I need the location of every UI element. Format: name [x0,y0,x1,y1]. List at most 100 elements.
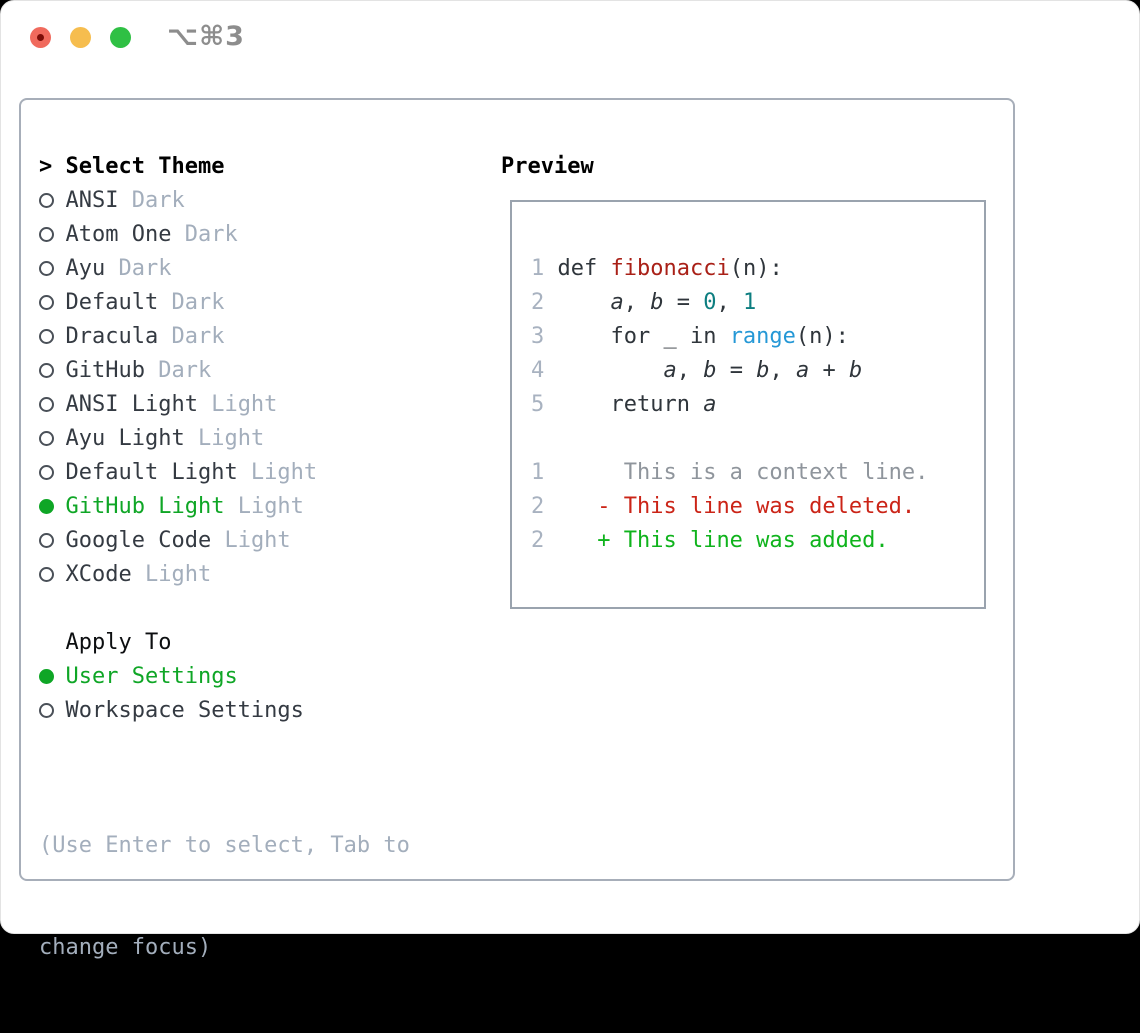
code-line: 3 for _ in range(n): [531,319,984,353]
line-number: 2 [531,528,558,553]
option-label: Default Light [66,460,238,485]
theme-option-default[interactable]: Default Dark [39,285,317,319]
code-segment-var: a [663,358,676,383]
line-number: 3 [531,324,558,349]
code-line [531,421,984,455]
code-segment-code: , [716,290,743,315]
radio-icon [39,397,66,412]
code-segment-del: - This line was deleted. [558,494,916,519]
theme-option-ansi[interactable]: ANSI Dark [39,183,317,217]
radio-icon [39,567,66,582]
variant-label: Light [224,494,303,519]
radio-circle [39,397,54,412]
variant-label: Light [238,460,317,485]
minimize-button[interactable] [70,27,91,48]
radio-icon [39,295,66,310]
hint-line: change focus) [39,931,410,965]
theme-option-xcode[interactable]: XCode Light [39,557,317,591]
option-label: Ayu [66,256,106,281]
line-number: 4 [531,358,558,383]
variant-label: Dark [158,290,224,315]
apply-to-header: Apply To [39,625,304,659]
code-segment-num: 1 [743,290,756,315]
option-label: ANSI [66,188,119,213]
code-line: 2 + This line was added. [531,523,984,557]
option-label: Default [66,290,159,315]
option-label: User Settings [66,664,238,689]
radio-icon [39,533,66,548]
radio-circle [39,295,54,310]
radio-icon [39,329,66,344]
code-segment-code [558,358,664,383]
variant-label: Dark [105,256,171,281]
code-segment-var: b [849,358,862,383]
code-segment-add: + This line was added. [558,528,889,553]
code-segment-var: a [703,392,716,417]
code-segment-num: 0 [703,290,716,315]
theme-option-github[interactable]: GitHub Dark [39,353,317,387]
apply-option-workspace-settings[interactable]: Workspace Settings [39,693,304,727]
radio-circle [39,533,54,548]
zoom-button[interactable] [110,27,131,48]
preview-title: Preview [501,149,594,183]
variant-label: Dark [171,222,237,247]
window-title: ⌥⌘3 [167,21,245,52]
select-theme-title: Select Theme [66,154,225,179]
code-segment-var: a [610,290,623,315]
code-segment-code: def [558,256,611,281]
radio-circle [39,261,54,276]
code-segment-code: = [716,358,756,383]
line-number: 1 [531,256,558,281]
theme-option-default-light[interactable]: Default Light Light [39,455,317,489]
option-label: Ayu Light [66,426,185,451]
variant-label: Light [185,426,264,451]
code-segment-var: b [650,290,663,315]
radio-filled-circle [39,499,54,514]
option-label: GitHub [66,358,145,383]
option-label: XCode [66,562,132,587]
theme-option-ayu-light[interactable]: Ayu Light Light [39,421,317,455]
code-segment-code: + [809,358,849,383]
theme-option-google-code[interactable]: Google Code Light [39,523,317,557]
variant-label: Dark [118,188,184,213]
theme-option-ansi-light[interactable]: ANSI Light Light [39,387,317,421]
variant-label: Dark [145,358,211,383]
radio-circle [39,465,54,480]
variant-label: Light [132,562,211,587]
option-label: Dracula [66,324,159,349]
radio-circle [39,329,54,344]
hint-line: (Use Enter to select, Tab to [39,829,410,863]
code-segment-var: b [756,358,769,383]
line-number: 2 [531,290,558,315]
theme-option-dracula[interactable]: Dracula Dark [39,319,317,353]
prompt-icon: > [39,154,66,179]
theme-option-ayu[interactable]: Ayu Dark [39,251,317,285]
keyboard-hint: (Use Enter to select, Tab to change focu… [39,761,410,1033]
option-label: Workspace Settings [66,698,304,723]
variant-label: Dark [158,324,224,349]
code-segment-code: , [677,358,704,383]
theme-option-atom-one[interactable]: Atom One Dark [39,217,317,251]
close-button[interactable] [30,27,51,48]
code-segment-code: for _ in [558,324,730,349]
radio-icon [39,363,66,378]
traffic-lights [30,27,131,48]
code-line: 4 a, b = b, a + b [531,353,984,387]
code-line: 1 This is a context line. [531,455,984,489]
code-segment-code: (n): [796,324,849,349]
apply-option-user-settings[interactable]: User Settings [39,659,304,693]
line-number: 2 [531,494,558,519]
radio-icon [39,227,66,242]
radio-circle [39,227,54,242]
theme-option-github-light[interactable]: GitHub Light Light [39,489,317,523]
code-segment-code: = [663,290,703,315]
code-segment-builtin: range [730,324,796,349]
theme-list-header: > Select Theme [39,149,317,183]
radio-icon [39,431,66,446]
radio-icon [39,193,66,208]
